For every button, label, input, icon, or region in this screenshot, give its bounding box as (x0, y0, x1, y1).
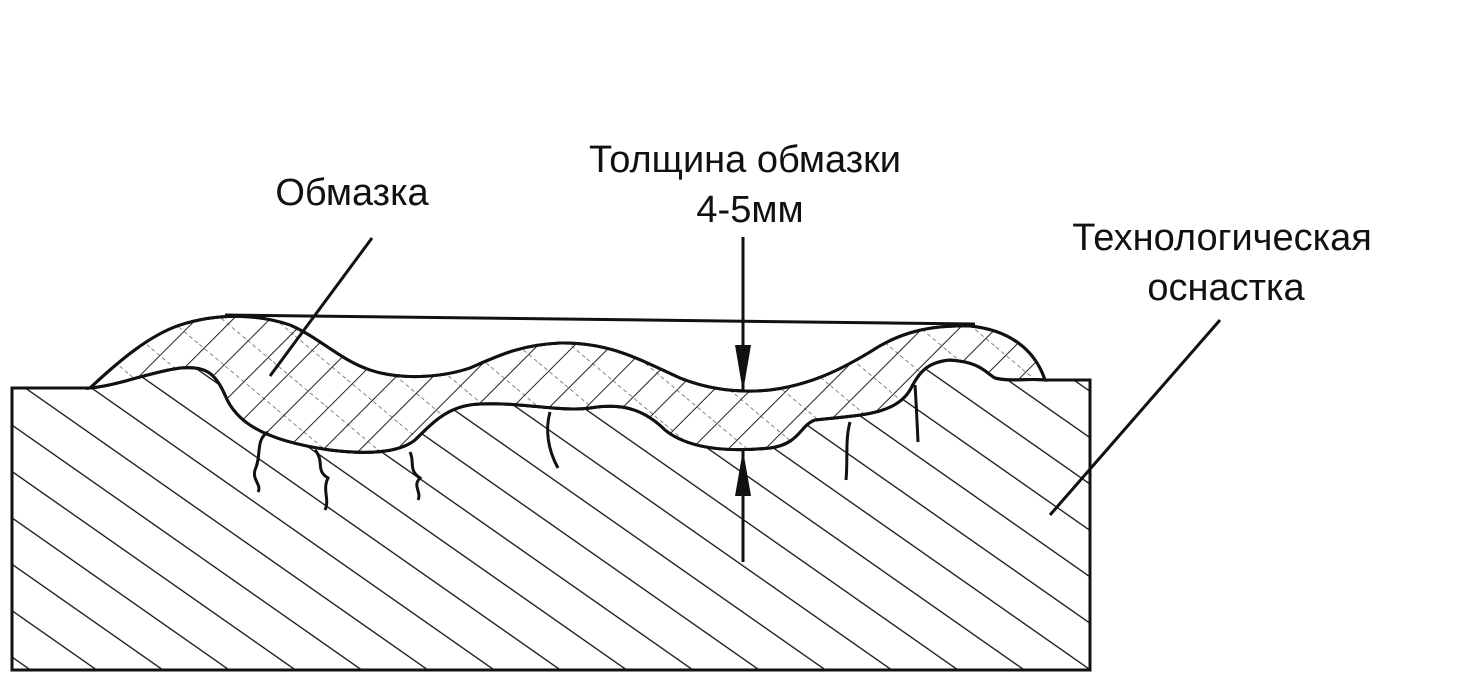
tooling-label-line1: Технологическая (1072, 217, 1372, 259)
coating-outline (85, 314, 1048, 454)
arrow-down-icon (735, 345, 751, 392)
surface-cracks (252, 384, 920, 511)
tooling-label-line2: оснастка (1147, 267, 1305, 309)
thickness-label-line1: Толщина обмазки (589, 139, 901, 181)
top-reference-line (224, 313, 976, 326)
tooling-leader-line (1048, 319, 1222, 516)
thickness-label-line2: 4-5мм (696, 189, 803, 231)
coating-leader-line (268, 237, 374, 377)
arrow-up-icon (735, 450, 751, 496)
coating-label: Обмазка (275, 172, 429, 214)
thickness-dimension (735, 237, 751, 562)
